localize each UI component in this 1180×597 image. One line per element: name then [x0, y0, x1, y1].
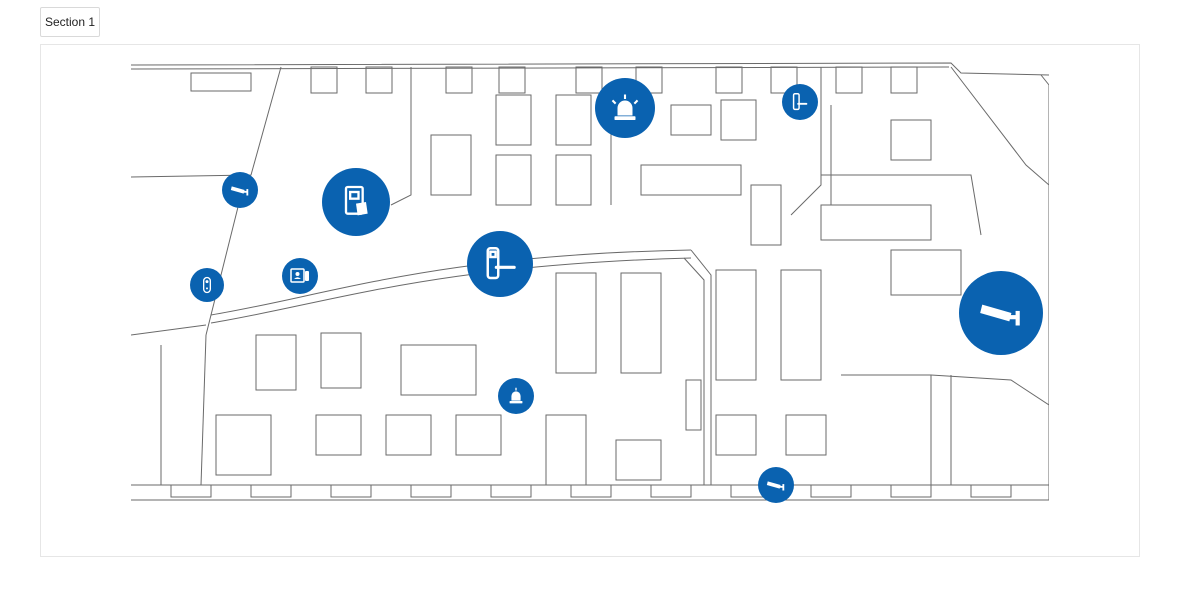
door-lock-marker-small[interactable] [782, 84, 818, 120]
floor-plan-panel [40, 44, 1140, 557]
security-camera-icon [765, 474, 787, 496]
card-reader-marker[interactable] [322, 168, 390, 236]
intercom-marker[interactable] [282, 258, 318, 294]
card-reader-icon [336, 182, 376, 222]
alarm-marker-small[interactable] [498, 378, 534, 414]
door-lever-lock-icon [479, 243, 521, 285]
camera-marker-small-upper-left[interactable] [222, 172, 258, 208]
camera-marker-large-right[interactable] [959, 271, 1043, 355]
door-contact-marker[interactable] [190, 268, 224, 302]
door-lever-lock-icon [789, 91, 811, 113]
alarm-marker-large[interactable] [595, 78, 655, 138]
security-camera-icon [976, 288, 1026, 338]
door-lock-marker-large[interactable] [467, 231, 533, 297]
video-intercom-icon [288, 264, 312, 288]
section-1-tab[interactable]: Section 1 [40, 7, 100, 37]
floor-plan-drawing [131, 62, 1049, 501]
security-camera-icon [229, 179, 251, 201]
door-contact-sensor-icon [197, 275, 217, 295]
camera-marker-small-bottom[interactable] [758, 467, 794, 503]
alarm-siren-icon [607, 90, 643, 126]
alarm-siren-icon [505, 385, 527, 407]
